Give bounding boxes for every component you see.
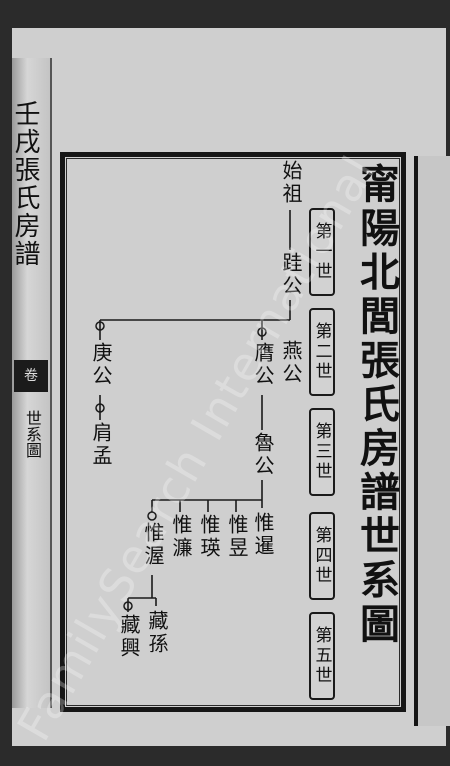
person-weiyu: 惟昱	[225, 514, 249, 560]
person-zangxing: 藏興	[117, 614, 141, 660]
person-ying: 膺公	[251, 342, 275, 388]
spine-book-title: 壬戌張氏房譜	[10, 100, 40, 268]
next-page-edge	[414, 156, 450, 726]
person-zhi: 跬公	[279, 252, 303, 298]
person-weiying: 惟瑛	[197, 514, 221, 560]
person-weixian: 惟暹	[251, 512, 275, 558]
person-geng: 庚公	[89, 342, 113, 388]
page-frame-inner	[66, 158, 400, 706]
person-lu: 魯公	[251, 432, 275, 478]
person-weiwo: 惟渥	[141, 522, 165, 568]
person-zangsun: 藏孫	[145, 610, 169, 656]
generation-badge-4: 第四世	[309, 512, 335, 600]
generation-badge-1: 第一世	[309, 208, 335, 296]
spine-volume-label: 卷	[14, 360, 48, 392]
generation-badge-5: 第五世	[309, 612, 335, 700]
person-weilian: 惟濂	[169, 514, 193, 560]
page-title: 甯陽北閭張氏房譜世系圖	[353, 163, 400, 647]
generation-badge-3: 第三世	[309, 408, 335, 496]
generation-badge-2: 第二世	[309, 308, 335, 396]
book-page	[12, 28, 446, 746]
root-label: 始祖	[279, 160, 303, 206]
spine-section-label: 世系圖	[23, 410, 42, 458]
person-jianmeng: 肩孟	[89, 422, 113, 468]
person-yan: 燕公	[279, 340, 303, 386]
page-frame-outer	[60, 152, 406, 712]
